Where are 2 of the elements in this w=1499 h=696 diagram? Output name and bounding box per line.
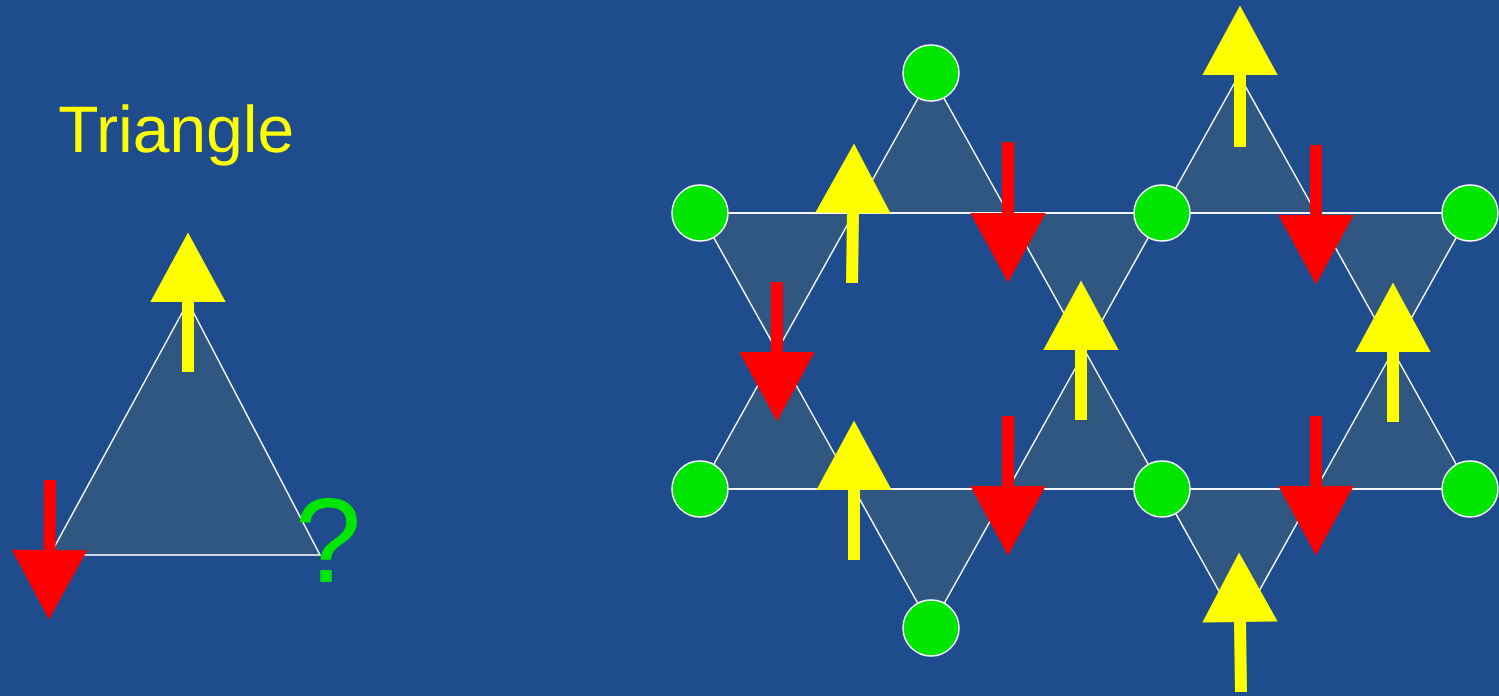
question-mark: ?	[299, 498, 357, 582]
title: Triangle	[59, 104, 292, 166]
